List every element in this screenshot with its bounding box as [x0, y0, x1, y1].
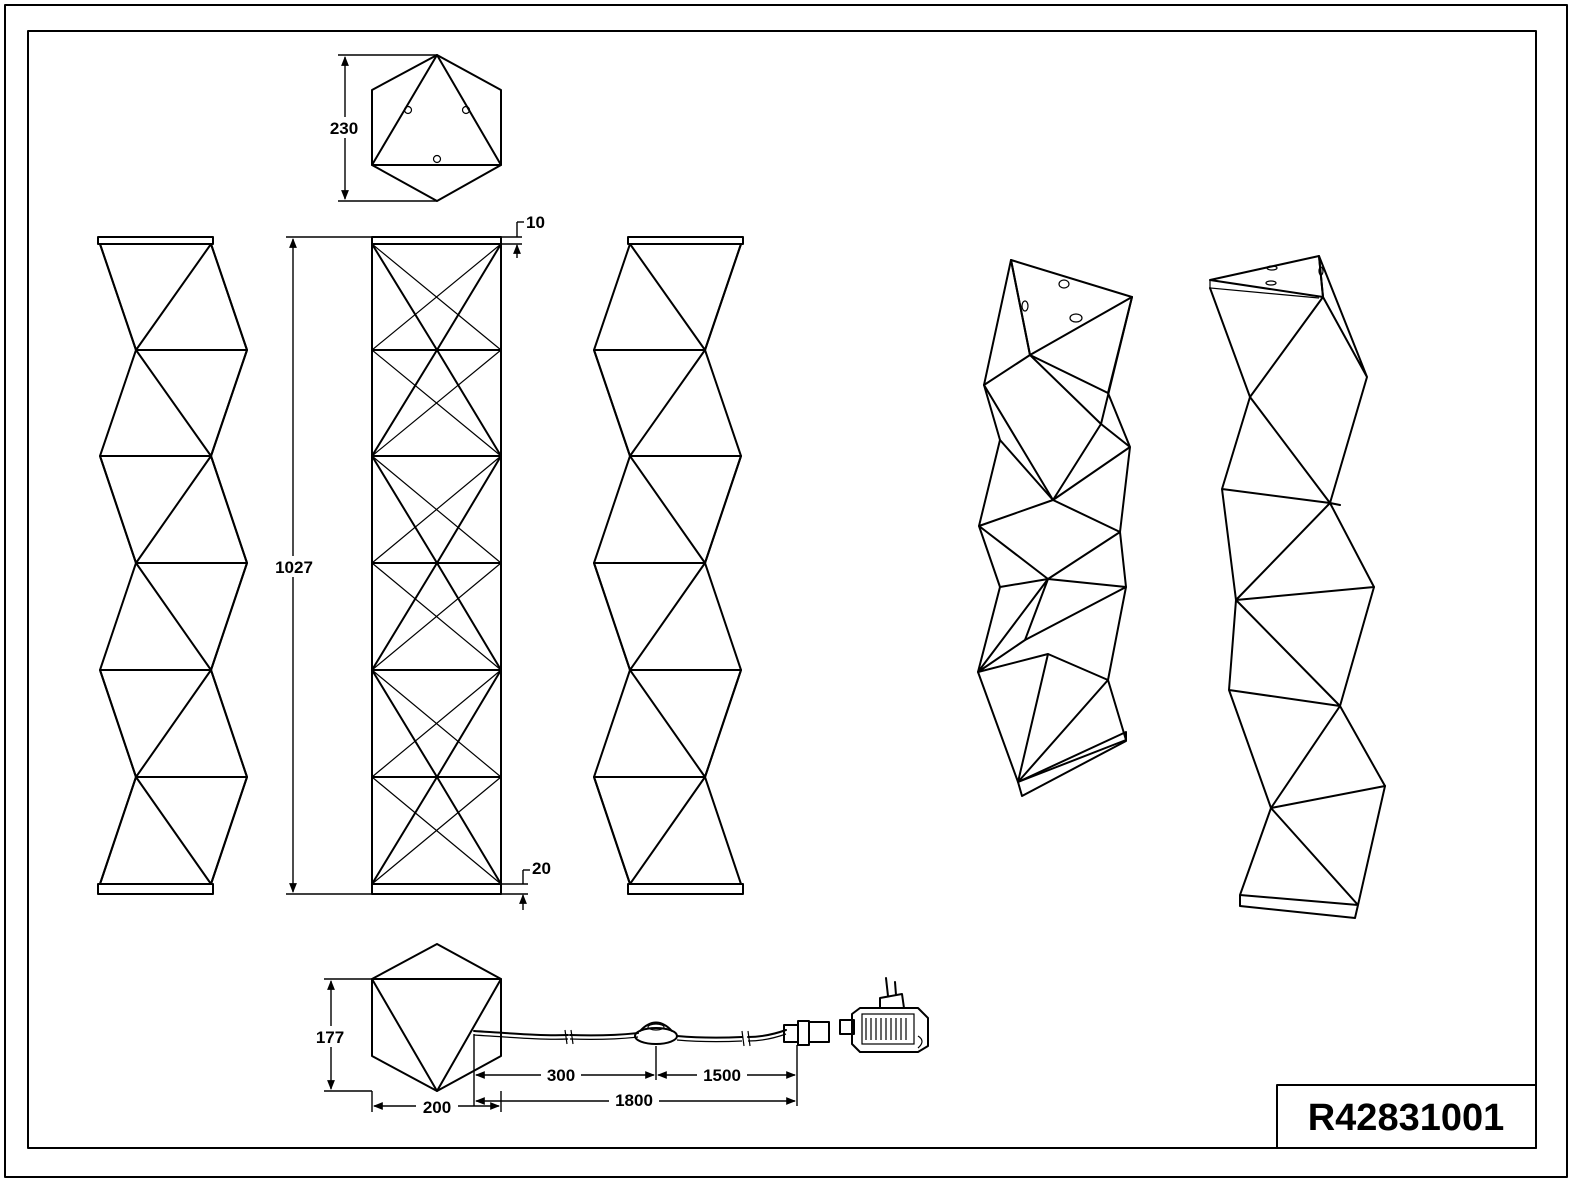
inner-border — [27, 30, 1537, 1149]
dimension-20: 20 — [532, 859, 551, 878]
side-view-left — [97, 236, 248, 895]
dimension-200: 200 — [423, 1098, 451, 1117]
dimension-10: 10 — [526, 213, 545, 232]
inline-switch — [634, 1021, 678, 1045]
power-cable — [473, 977, 929, 1053]
front-view: 1027 10 20 — [270, 213, 551, 910]
cable-connector — [783, 1020, 830, 1046]
cable-dimensions: 300 1500 1800 — [473, 1034, 798, 1111]
title-block: R42831001 — [1276, 1084, 1537, 1149]
isometric-view-1 — [977, 259, 1133, 797]
isometric-view-2 — [1209, 255, 1386, 919]
dimension-1027: 1027 — [275, 558, 313, 577]
dimension-230: 230 — [330, 119, 358, 138]
power-adapter-plug — [839, 977, 929, 1053]
dimension-1800: 1800 — [615, 1091, 653, 1110]
top-view: 230 — [324, 54, 502, 202]
base-view: 177 200 — [309, 943, 502, 1117]
outer-border — [4, 4, 1568, 1178]
dimension-1500: 1500 — [703, 1066, 741, 1085]
part-number: R42831001 — [1308, 1097, 1505, 1139]
side-view-right — [593, 236, 744, 895]
dimension-177: 177 — [316, 1028, 344, 1047]
dimension-300: 300 — [547, 1066, 575, 1085]
